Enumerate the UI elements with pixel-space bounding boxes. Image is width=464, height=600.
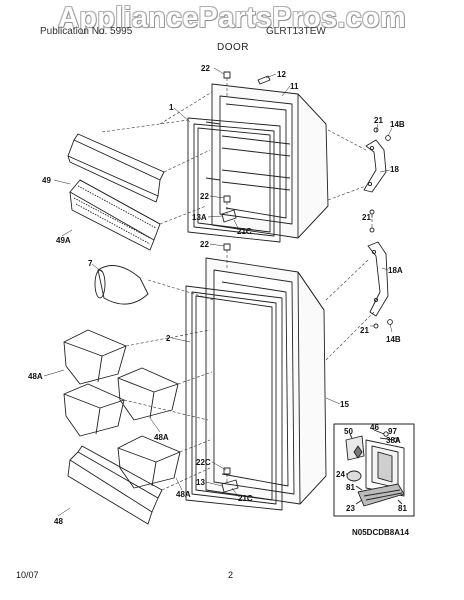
callout: 11	[290, 82, 299, 91]
freezer-door-gasket	[187, 117, 281, 243]
callout: 38A	[386, 436, 401, 445]
section-title: DOOR	[217, 42, 249, 53]
callout: 24	[336, 470, 345, 479]
callout: 7	[88, 259, 93, 268]
callout: 48	[54, 517, 63, 526]
inset-detail-box	[333, 423, 415, 517]
dairy-door-bin-cylinder	[94, 265, 149, 305]
callout: 18	[390, 165, 399, 174]
callout: 14B	[386, 335, 401, 344]
callout: 21C	[238, 494, 253, 503]
door-bin-3	[63, 383, 125, 437]
callout: 21C	[237, 227, 252, 236]
callout: 97	[388, 427, 397, 436]
callout: 49A	[56, 236, 71, 245]
page-number: 2	[228, 570, 234, 580]
callout: 18A	[388, 266, 403, 275]
callout: 50	[344, 427, 353, 436]
diagram-code: N05DCDB8A14	[352, 528, 409, 537]
callout: 23	[346, 504, 355, 513]
callout: 22	[200, 240, 209, 249]
callout: 81	[398, 504, 407, 513]
callout: 48A	[28, 372, 43, 381]
door-bin-2	[117, 367, 179, 421]
callout: 81	[346, 483, 355, 492]
assembly-lines	[101, 78, 375, 491]
watermark: AppliancePartsPros.com	[58, 2, 406, 34]
callout: 48A	[154, 433, 169, 442]
leader-lines	[43, 67, 393, 517]
callout: 21	[374, 116, 383, 125]
callout: 21	[360, 326, 369, 335]
door-bin-1	[63, 329, 127, 385]
callout: 13	[196, 478, 205, 487]
callout: 12	[277, 70, 286, 79]
callout-labels: 22 12 11 1 21 14B 18 49 22 13A 21C 21 49…	[28, 64, 407, 526]
callout: 14B	[390, 120, 405, 129]
callout: 1	[169, 103, 174, 112]
callout: 48A	[176, 490, 191, 499]
callout: 22	[200, 192, 209, 201]
door-bottom-shelf	[67, 445, 163, 525]
fresh-food-door-panel	[205, 257, 327, 505]
fresh-food-door-gasket	[185, 285, 283, 511]
freezer-door-shelf-bar	[67, 133, 165, 203]
callout: 21	[362, 213, 371, 222]
callout: 13A	[192, 213, 207, 222]
callout: 22C	[196, 458, 211, 467]
freezer-door-panel	[205, 83, 329, 239]
door-bin-4	[117, 435, 181, 489]
lower-hinge	[367, 241, 389, 317]
callout: 49	[42, 176, 51, 185]
callout: 46	[370, 423, 379, 432]
callout: 22	[201, 64, 210, 73]
footer-date: 10/07	[16, 570, 39, 580]
model-number: GLRT13TEW	[266, 26, 326, 37]
callout: 2	[166, 334, 171, 343]
callout: 15	[340, 400, 349, 409]
upper-hinge	[363, 139, 387, 193]
publication-line: Publication No. 5995	[40, 26, 133, 37]
